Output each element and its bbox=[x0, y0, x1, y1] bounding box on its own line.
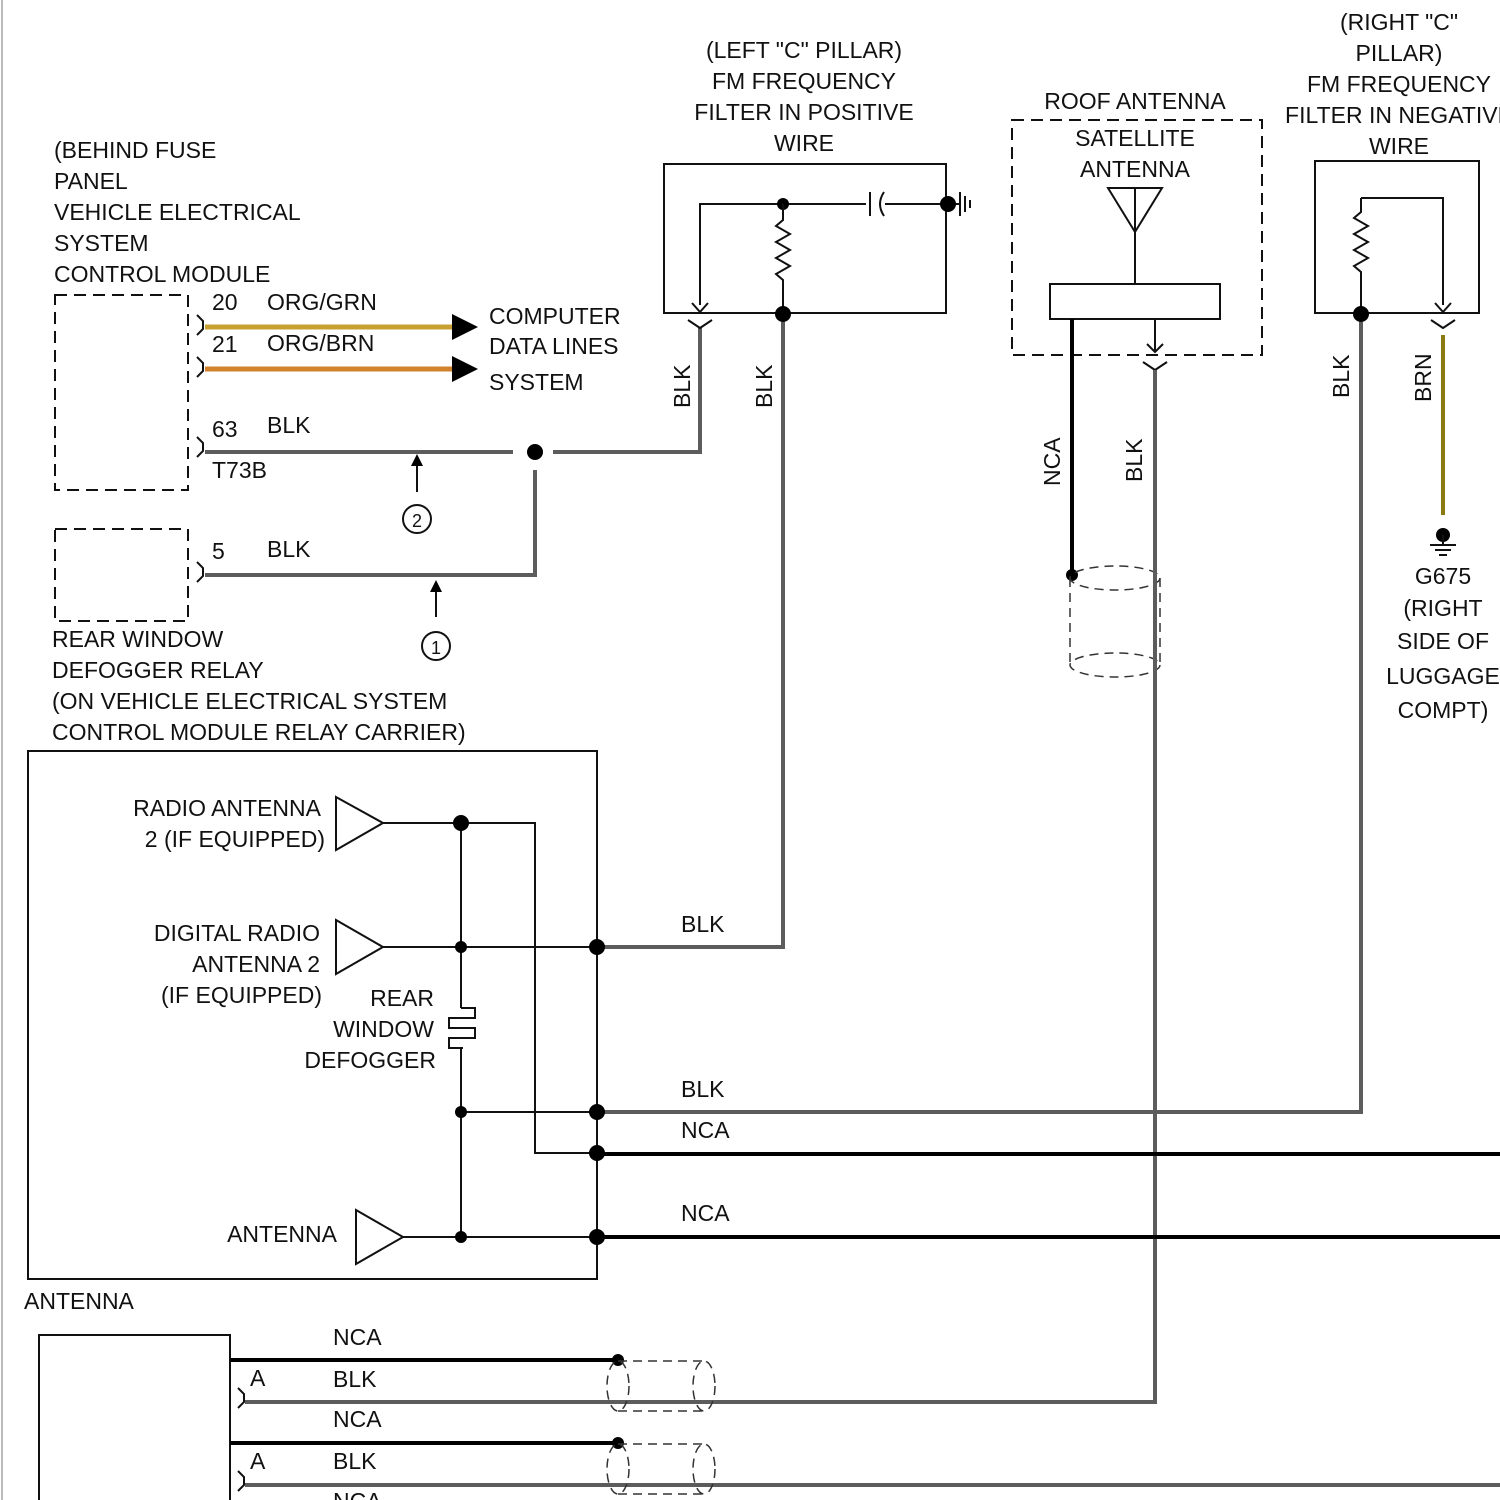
diagram-label: DEFOGGER bbox=[304, 1047, 436, 1073]
diagram-label: FM FREQUENCY bbox=[712, 68, 896, 94]
bot-notch-1 bbox=[238, 1388, 244, 1408]
splice-dot bbox=[527, 444, 543, 460]
diagram-label: ANTENNA 2 bbox=[192, 951, 320, 977]
pin-21: 21 bbox=[212, 331, 238, 357]
diagram-label: LUGGAGE bbox=[1386, 663, 1500, 689]
diagram-label: FM FREQUENCY bbox=[1307, 71, 1491, 97]
roof-shield-cylinder bbox=[1070, 566, 1160, 677]
wire-right-blk bbox=[597, 322, 1361, 1112]
left-blk-a: BLK bbox=[669, 364, 695, 408]
diagram-label: REAR bbox=[370, 985, 434, 1011]
left-pillar-filter: (LEFT "C" PILLAR) FM FREQUENCY FILTER IN… bbox=[664, 37, 970, 328]
defogger-relay: 5 BLK REAR WINDOW DEFOGGER RELAY (ON VEH… bbox=[52, 529, 466, 745]
diagram-label: ANTENNA bbox=[227, 1221, 338, 1247]
bot-blk-2: BLK bbox=[333, 1448, 377, 1474]
diagram-label: PILLAR) bbox=[1356, 40, 1443, 66]
wire-splice-down bbox=[205, 470, 535, 575]
wire-color-21: ORG/BRN bbox=[267, 330, 374, 356]
roof-antenna: ROOF ANTENNA SATELLITE ANTENNA bbox=[1012, 88, 1262, 370]
mid-blk-1: BLK bbox=[681, 911, 725, 937]
diagram-label: ROOF ANTENNA bbox=[1044, 88, 1226, 114]
diagram-label: G675 bbox=[1415, 563, 1471, 589]
pin-20: 20 bbox=[212, 289, 238, 315]
antenna-module-label: ANTENNA bbox=[24, 1288, 135, 1314]
diagram-label: ANTENNA bbox=[1080, 156, 1191, 182]
diagram-label: CONTROL MODULE bbox=[54, 261, 270, 287]
bot-shield-dot-2 bbox=[612, 1437, 624, 1449]
control-module: (BEHIND FUSE PANEL VEHICLE ELECTRICAL SY… bbox=[54, 137, 301, 490]
diagram-label: VEHICLE ELECTRICAL bbox=[54, 199, 301, 225]
bot-blk-1: BLK bbox=[333, 1366, 377, 1392]
diagram-label: CONTROL MODULE RELAY CARRIER) bbox=[52, 719, 466, 745]
right-brn-label: BRN bbox=[1410, 353, 1436, 402]
wire-left-filter-blk bbox=[597, 322, 783, 947]
roof-shield-dot bbox=[1066, 569, 1078, 581]
wire-color-63: BLK bbox=[267, 412, 311, 438]
diagram-label: SIDE OF bbox=[1397, 628, 1489, 654]
diagram-label: 2 (IF EQUIPPED) bbox=[145, 826, 325, 852]
computer-label-2: DATA LINES bbox=[489, 333, 619, 359]
left-blk-b: BLK bbox=[751, 364, 777, 408]
bot-nca-1: NCA bbox=[333, 1324, 382, 1350]
diagram-label: SATELLITE bbox=[1075, 125, 1195, 151]
wire-color-20: ORG/GRN bbox=[267, 289, 377, 315]
diagram-label: REAR WINDOW bbox=[52, 626, 224, 652]
computer-label-1: COMPUTER bbox=[489, 303, 621, 329]
diagram-label: 5 bbox=[212, 538, 225, 564]
arrow-20 bbox=[452, 314, 478, 340]
diagram-label: (IF EQUIPPED) bbox=[161, 982, 322, 1008]
mid-blk-2: BLK bbox=[681, 1076, 725, 1102]
diagram-label: FILTER IN POSITIVE bbox=[694, 99, 913, 125]
diagram-label: WIRE bbox=[774, 130, 834, 156]
arrow-21 bbox=[452, 356, 478, 382]
diagram-label: (ON VEHICLE ELECTRICAL SYSTEM bbox=[52, 688, 447, 714]
ground-g675: G675 (RIGHT SIDE OF LUGGAGE COMPT) bbox=[1386, 528, 1500, 723]
right-blk-label: BLK bbox=[1328, 354, 1354, 398]
pin-63: 63 bbox=[212, 416, 238, 442]
wire-roof-blk bbox=[245, 370, 1155, 1402]
diagram-label: DEFOGGER RELAY bbox=[52, 657, 264, 683]
bot-nca-2: NCA bbox=[333, 1406, 382, 1432]
diagram-label: RADIO ANTENNA bbox=[133, 795, 322, 821]
diagram-label: WINDOW bbox=[333, 1016, 434, 1042]
diagram-label: 2 bbox=[412, 511, 422, 531]
connector-t73b: T73B bbox=[212, 457, 267, 483]
diagram-label: SYSTEM bbox=[54, 230, 149, 256]
radio-unit bbox=[39, 1335, 230, 1500]
bot-a-1: A bbox=[250, 1365, 266, 1391]
ref-1-marker: 1 bbox=[422, 580, 450, 660]
diagram-label: (BEHIND FUSE bbox=[54, 137, 216, 163]
diagram-label: BLK bbox=[267, 536, 311, 562]
mid-nca-2: NCA bbox=[681, 1200, 730, 1226]
roof-blk-label: BLK bbox=[1121, 438, 1147, 482]
roof-nca-label: NCA bbox=[1039, 437, 1065, 486]
bot-notch-2 bbox=[238, 1471, 244, 1491]
ref-2-marker: 2 bbox=[403, 454, 431, 533]
bot-shield-dot-1 bbox=[612, 1354, 624, 1366]
antenna-module: RADIO ANTENNA 2 (IF EQUIPPED) DIGITAL RA… bbox=[28, 751, 605, 1279]
right-pillar-filter: (RIGHT "C" PILLAR) FM FREQUENCY FILTER I… bbox=[1285, 9, 1500, 328]
diagram-label: WIRE bbox=[1369, 133, 1429, 159]
diagram-label: (LEFT "C" PILLAR) bbox=[706, 37, 902, 63]
diagram-label: 1 bbox=[431, 638, 441, 658]
diagram-label: COMPT) bbox=[1398, 697, 1489, 723]
mid-nca-1: NCA bbox=[681, 1117, 730, 1143]
diagram-label: DIGITAL RADIO bbox=[154, 920, 320, 946]
diagram-label: FILTER IN NEGATIVE bbox=[1285, 102, 1500, 128]
bot-a-2: A bbox=[250, 1448, 266, 1474]
connector-notches bbox=[197, 315, 203, 582]
computer-label-3: SYSTEM bbox=[489, 369, 584, 395]
diagram-label: PANEL bbox=[54, 168, 128, 194]
diagram-label: (RIGHT "C" bbox=[1340, 9, 1458, 35]
bot-nca-3: NCA bbox=[333, 1488, 382, 1500]
diagram-label: (RIGHT bbox=[1403, 595, 1482, 621]
